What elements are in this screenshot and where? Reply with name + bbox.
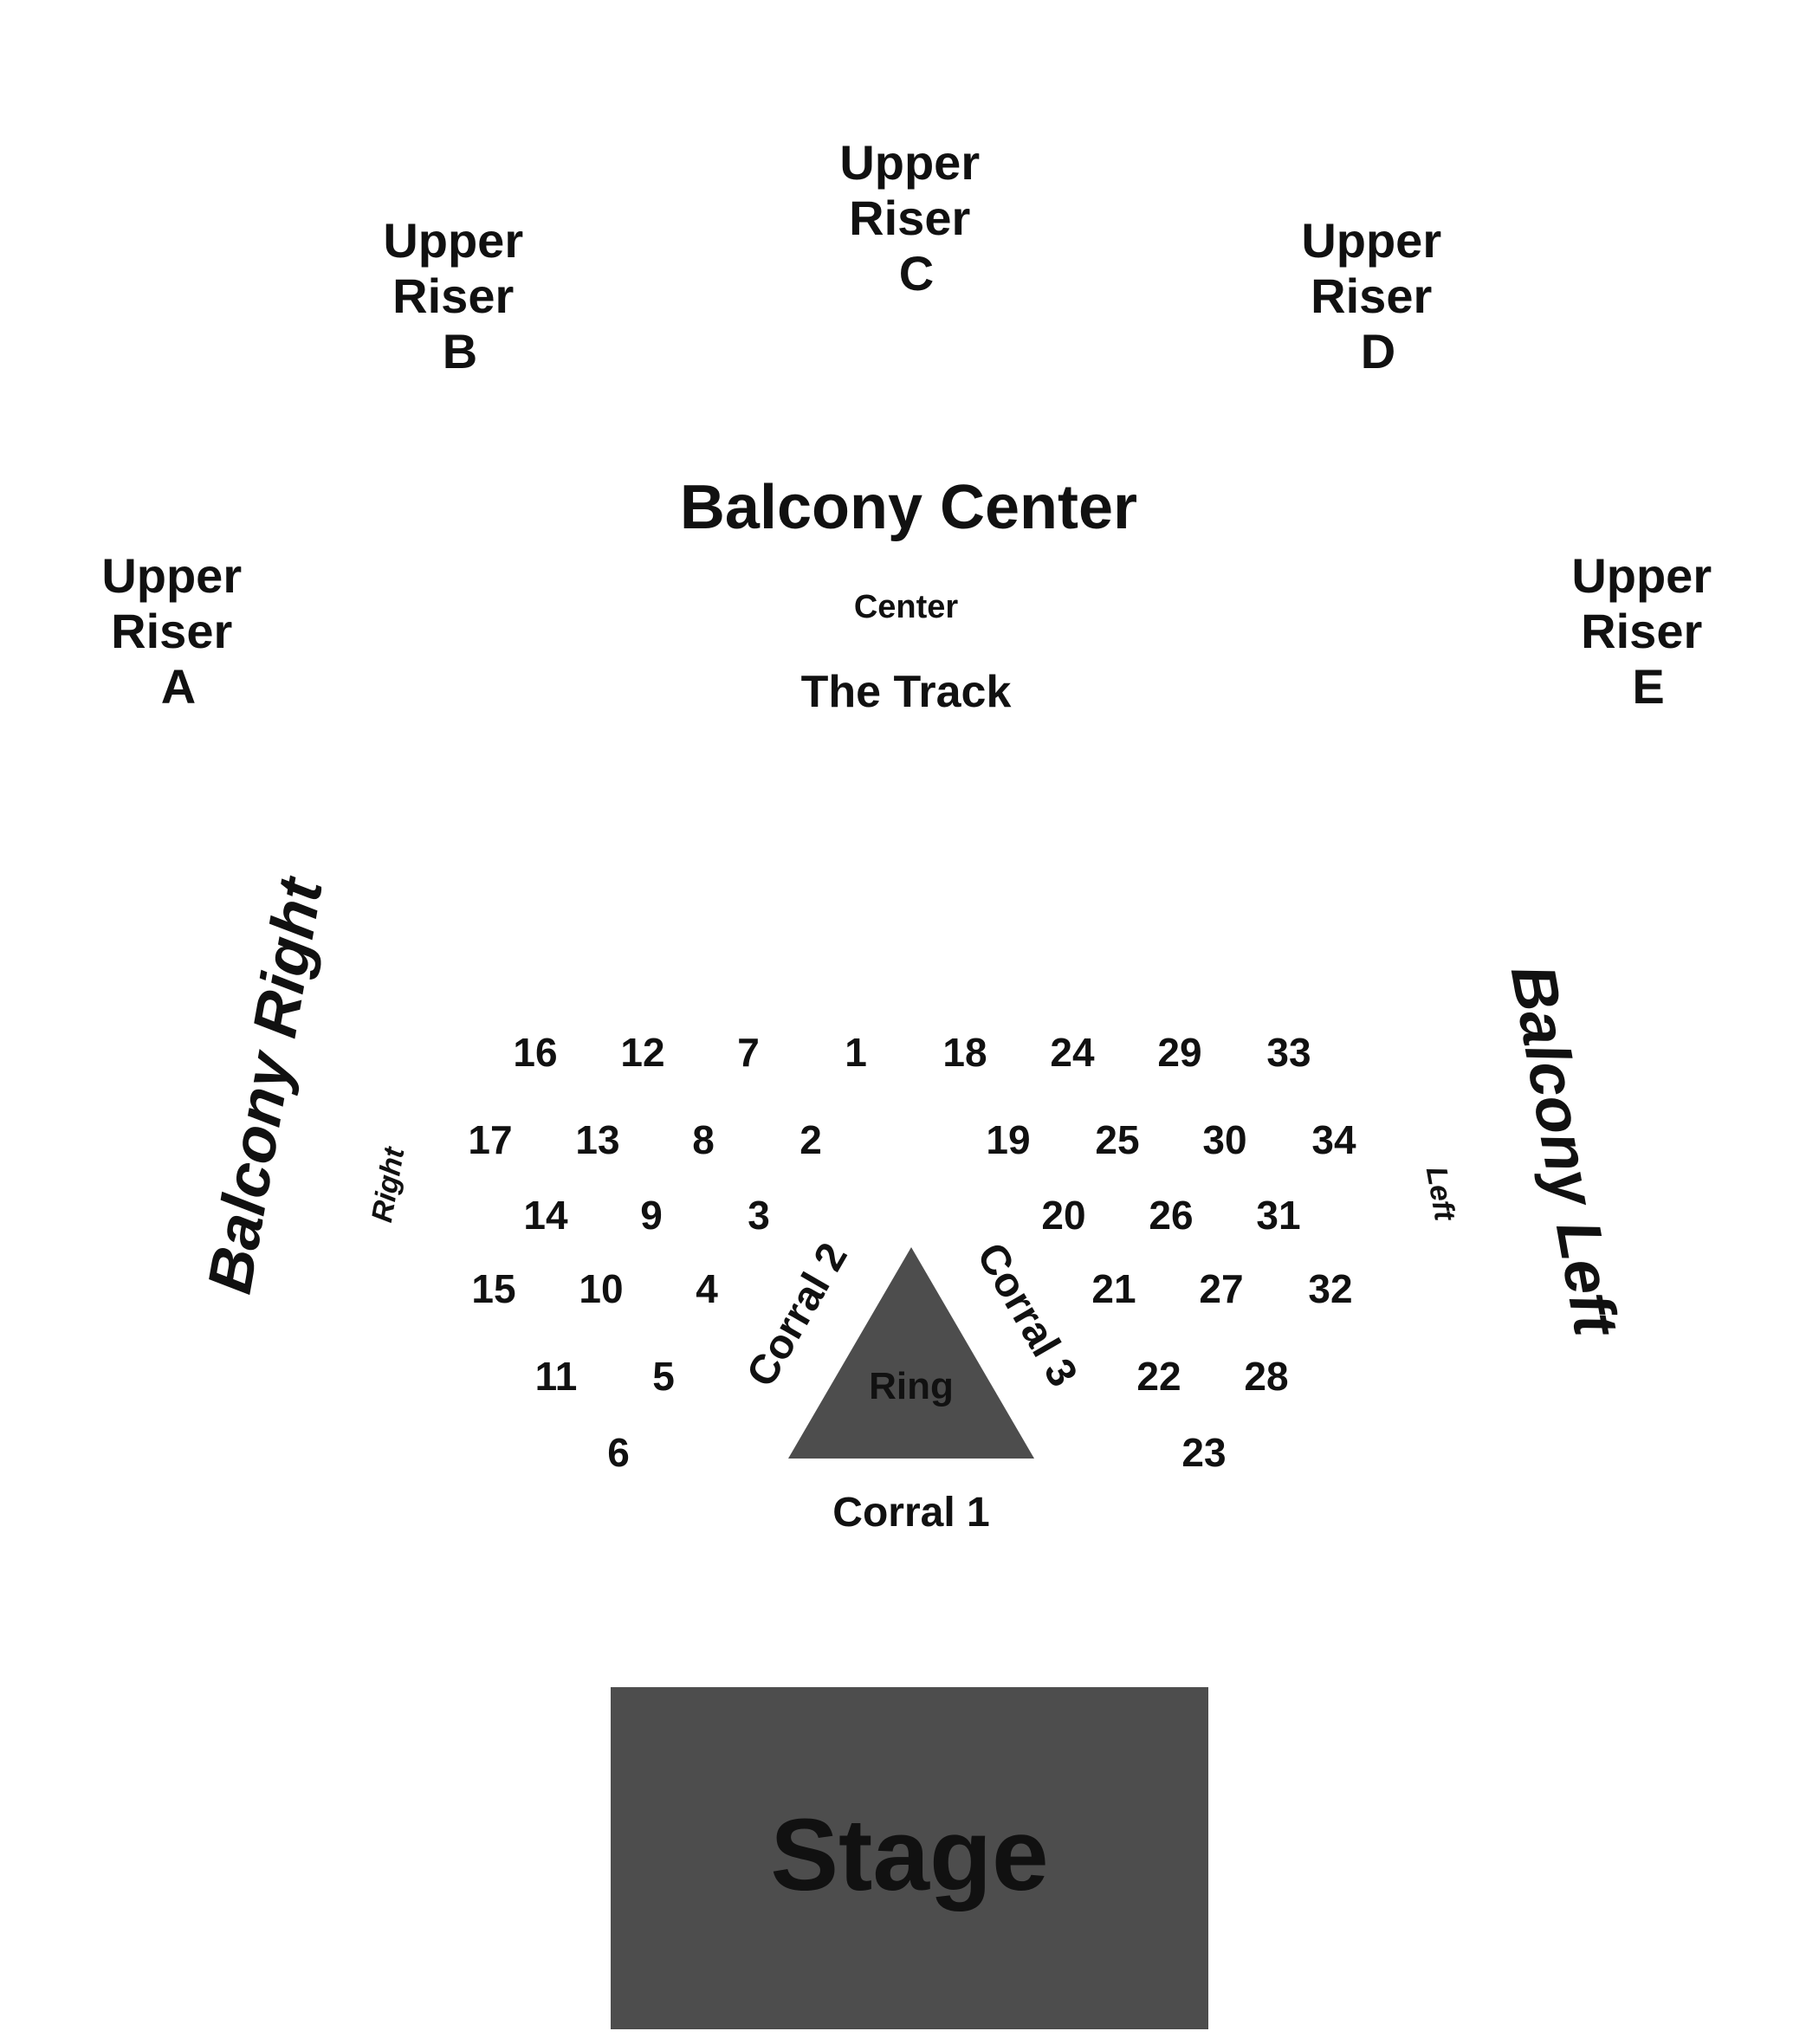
section-1[interactable]: 1 [845,1030,867,1075]
section-16[interactable]: 16 [513,1030,557,1075]
section-26[interactable]: 26 [1149,1193,1193,1238]
section-3[interactable]: 3 [748,1193,770,1238]
balcony-center-label[interactable]: Balcony Center [680,473,1137,542]
section-30[interactable]: 30 [1202,1117,1246,1162]
stage-shape[interactable] [611,1687,1208,2029]
section-13[interactable]: 13 [575,1117,619,1162]
left-label[interactable]: Left [1420,1164,1462,1225]
section-24[interactable]: 24 [1050,1030,1095,1075]
right-label[interactable]: Right [366,1143,411,1225]
stage-label: Stage [770,1798,1048,1912]
section-14[interactable]: 14 [523,1193,568,1238]
ring-label: Ring [869,1365,954,1407]
section-25[interactable]: 25 [1095,1117,1139,1162]
balcony-right-label[interactable]: Balcony Right [195,871,336,1299]
section-33[interactable]: 33 [1266,1030,1311,1075]
section-29[interactable]: 29 [1157,1030,1201,1075]
upper-riser-e[interactable]: Upper Riser E [1571,548,1725,714]
section-32[interactable]: 32 [1308,1266,1352,1311]
section-5[interactable]: 5 [652,1354,675,1399]
section-21[interactable]: 21 [1091,1266,1136,1311]
upper-riser-c[interactable]: Upper Riser C [839,135,993,301]
section-22[interactable]: 22 [1136,1354,1181,1399]
center-label[interactable]: Center [854,589,959,625]
corral-1-label[interactable]: Corral 1 [832,1490,989,1536]
section-2[interactable]: 2 [799,1117,822,1162]
section-numbers: 1 2 3 4 5 6 7 8 9 10 11 12 13 14 15 16 1… [468,1030,1356,1475]
corral-3-label[interactable]: Corral 3 [968,1235,1086,1394]
section-18[interactable]: 18 [942,1030,987,1075]
section-28[interactable]: 28 [1244,1354,1288,1399]
section-31[interactable]: 31 [1256,1193,1300,1238]
section-10[interactable]: 10 [579,1266,623,1311]
section-11[interactable]: 11 [535,1354,578,1399]
section-4[interactable]: 4 [696,1266,718,1311]
balcony-left-label[interactable]: Balcony Left [1498,960,1631,1342]
section-19[interactable]: 19 [986,1117,1030,1162]
section-27[interactable]: 27 [1199,1266,1243,1311]
section-15[interactable]: 15 [471,1266,515,1311]
section-17[interactable]: 17 [468,1117,512,1162]
section-8[interactable]: 8 [692,1117,715,1162]
section-7[interactable]: 7 [737,1030,760,1075]
upper-riser-d[interactable]: Upper Riser D [1301,213,1454,378]
section-23[interactable]: 23 [1181,1430,1226,1475]
corral-2-label[interactable]: Corral 2 [738,1235,857,1394]
section-9[interactable]: 9 [640,1193,663,1238]
section-34[interactable]: 34 [1311,1117,1356,1162]
the-track-label[interactable]: The Track [801,667,1012,717]
upper-riser-a[interactable]: Upper Riser A [101,548,255,714]
section-20[interactable]: 20 [1041,1193,1085,1238]
section-6[interactable]: 6 [607,1430,630,1475]
ring-shape[interactable] [788,1247,1034,1459]
upper-riser-b[interactable]: Upper Riser B [383,213,536,378]
section-12[interactable]: 12 [620,1030,664,1075]
